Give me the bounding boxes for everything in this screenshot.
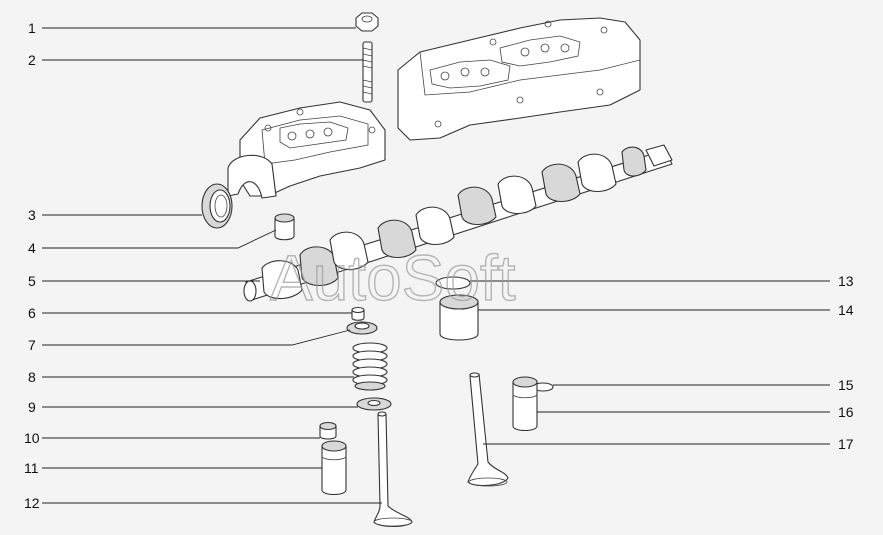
- callout-numbers: 1 2 3 4 5 6 7 8 9 10 11 12 13 14 15 16 1…: [24, 20, 854, 511]
- leader-lines: [42, 27, 830, 504]
- callout-3: 3: [28, 207, 36, 223]
- part-4-bushing: [274, 213, 295, 241]
- part-8-valve-spring: [352, 342, 388, 391]
- part-16-valve-guide: [512, 376, 538, 432]
- watermark: AutoSoft: [270, 242, 516, 314]
- part-7-retainer: [346, 321, 378, 335]
- part-9-washer: [356, 397, 392, 411]
- callout-5: 5: [28, 273, 36, 289]
- part-3-oil-seal: [201, 183, 233, 229]
- callout-12: 12: [24, 495, 40, 511]
- part-10-stem-seal: [319, 421, 337, 440]
- callout-9: 9: [28, 399, 36, 415]
- callout-13: 13: [838, 273, 854, 289]
- callout-11: 11: [24, 460, 39, 476]
- part-13-shim: [435, 276, 471, 290]
- callout-6: 6: [28, 305, 36, 321]
- part-17-exhaust-valve: [467, 372, 509, 487]
- callout-16: 16: [838, 404, 854, 420]
- callout-14: 14: [838, 302, 854, 318]
- part-14-tappet: [439, 294, 479, 341]
- callout-2: 2: [28, 52, 36, 68]
- part-1-nut: [355, 12, 379, 32]
- callout-15: 15: [838, 377, 854, 393]
- callout-1: 1: [28, 20, 36, 36]
- part-5-camshaft: [243, 144, 673, 302]
- callout-10: 10: [24, 430, 40, 446]
- part-2-stud: [362, 41, 373, 103]
- callout-7: 7: [28, 337, 36, 353]
- part-12-intake-valve: [373, 411, 413, 528]
- camshaft-housing: [227, 17, 641, 199]
- part-6-keeper: [351, 306, 365, 321]
- callout-8: 8: [28, 369, 36, 385]
- part-11-valve-guide: [321, 440, 347, 496]
- callout-17: 17: [838, 436, 854, 452]
- callout-4: 4: [28, 240, 36, 256]
